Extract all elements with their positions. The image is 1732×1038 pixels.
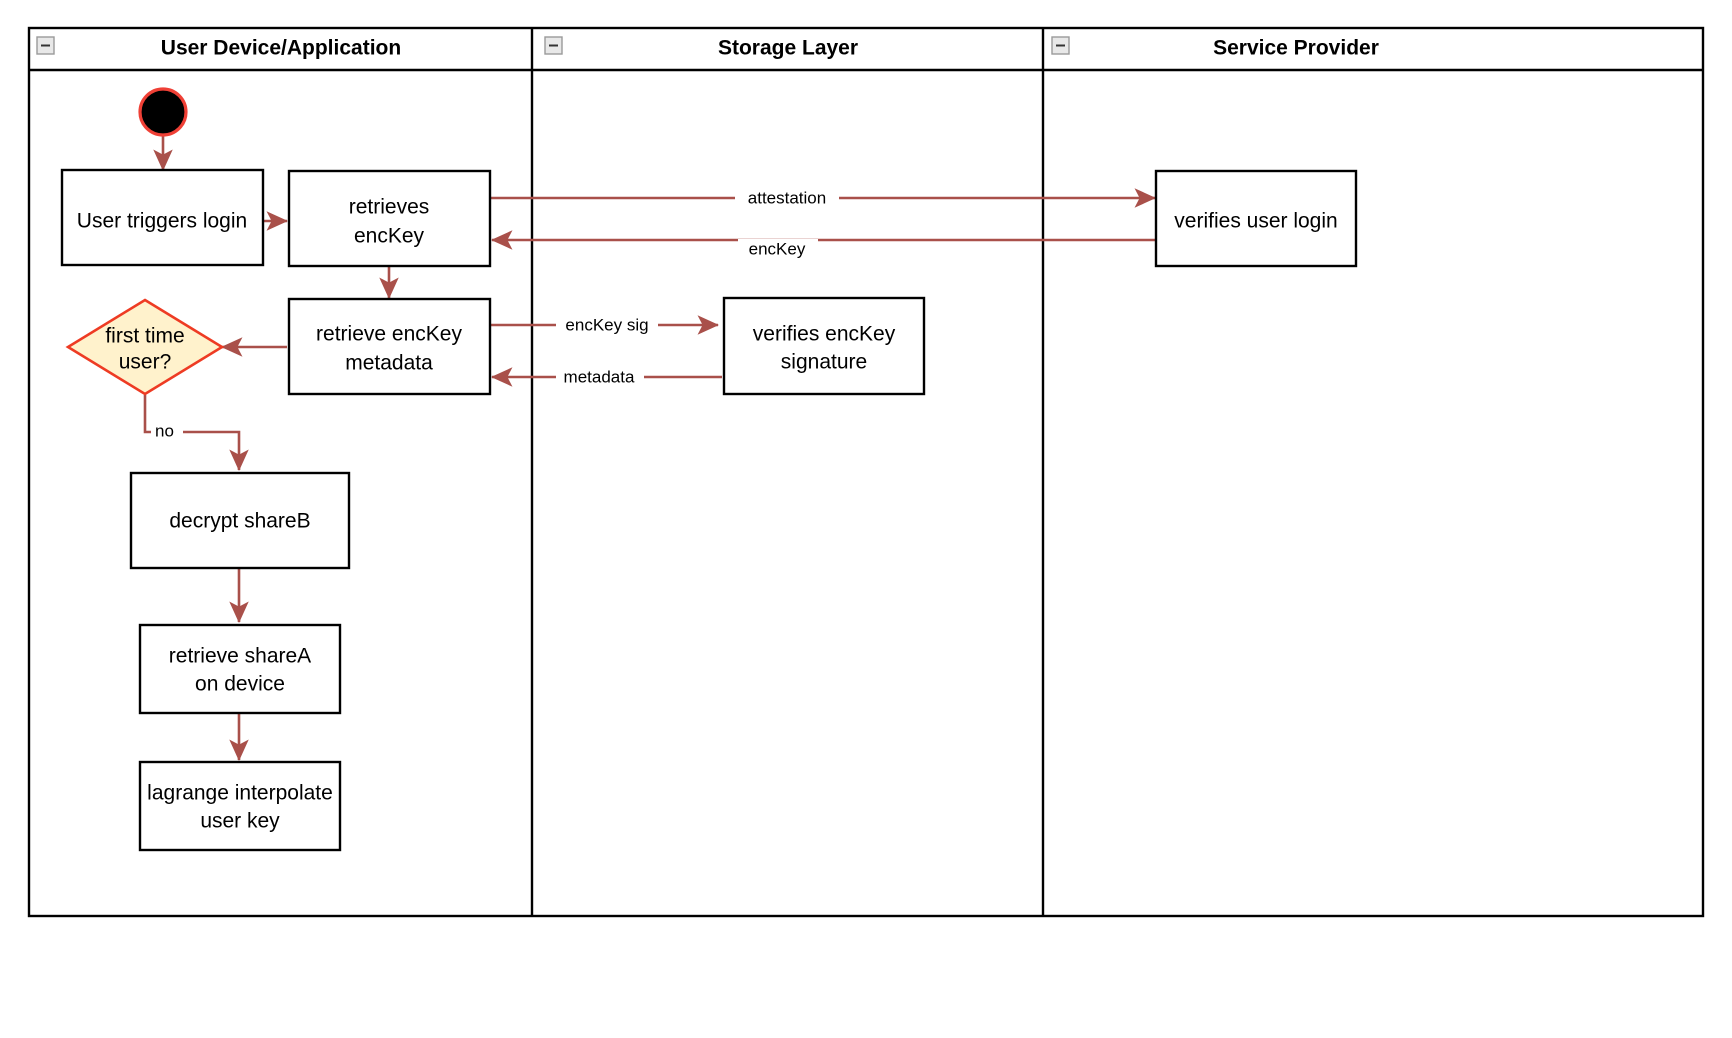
edge-no-label: no	[155, 421, 174, 440]
swimlane-frame	[27, 26, 1705, 918]
node-retrieve-enckey-metadata[interactable]: retrieve encKey metadata	[287, 297, 492, 396]
node-label-retrieve-enckey-metadata-line1: retrieve encKey	[316, 323, 462, 346]
node-label-lagrange-line2: user key	[200, 810, 280, 833]
node-label-first-time-user-line1: first time	[105, 325, 184, 348]
node-retrieves-enckey[interactable]: retrieves encKey	[287, 169, 492, 268]
node-label-verifies-user-login: verifies user login	[1174, 210, 1337, 233]
collapse-minus-icon-user-device[interactable]	[36, 36, 55, 55]
collapse-minus-icon-service-provider[interactable]	[1051, 36, 1070, 55]
node-label-lagrange-line1: lagrange interpolate	[147, 782, 333, 805]
node-label-verifies-enckey-signature-line1: verifies encKey	[753, 323, 896, 346]
edge-attestation-label: attestation	[748, 188, 826, 207]
node-label-retrieves-enckey-line1: retrieves	[349, 196, 430, 219]
node-label-decrypt-shareb: decrypt shareB	[169, 510, 310, 533]
lane-title-service-provider: Service Provider	[1213, 37, 1379, 60]
node-verifies-user-login[interactable]: verifies user login	[1154, 169, 1358, 268]
edge-no-label-bg	[151, 422, 183, 442]
node-label-first-time-user-line2: user?	[119, 351, 172, 374]
lane-header-user-device: User Device/Application	[36, 36, 401, 60]
lane-title-storage: Storage Layer	[718, 37, 858, 60]
node-label-retrieve-enckey-metadata-line2: metadata	[345, 352, 433, 375]
edge-enckey-sig-label-bg	[556, 315, 658, 335]
node-label-retrieves-enckey-line2: encKey	[354, 225, 425, 248]
collapse-minus-icon-storage[interactable]	[544, 36, 563, 55]
edge-attestation-label-bg	[735, 188, 839, 208]
node-label-verifies-enckey-signature-line2: signature	[781, 351, 867, 374]
edge-metadata-label-bg	[556, 368, 644, 389]
node-label-retrieve-sharea-line2: on device	[195, 673, 285, 696]
node-verifies-enckey-signature[interactable]: verifies encKey signature	[722, 296, 926, 396]
node-retrieve-sharea-on-device[interactable]: retrieve shareA on device	[138, 623, 342, 715]
lane-title-user-device: User Device/Application	[161, 37, 401, 60]
edge-metadata-label: metadata	[564, 367, 635, 386]
edge-no	[143, 395, 249, 471]
node-user-triggers-login[interactable]: User triggers login	[60, 168, 265, 267]
edge-enckey-sig-label: encKey sig	[565, 315, 648, 334]
node-label-user-triggers-login: User triggers login	[77, 210, 247, 233]
node-decrypt-shareb[interactable]: decrypt shareB	[129, 471, 351, 570]
node-label-retrieve-sharea-line1: retrieve shareA	[169, 645, 311, 668]
edge-enckey-label: encKey	[749, 239, 806, 258]
edge-enckey-label-bg	[738, 239, 818, 261]
node-lagrange-interpolate-user-key[interactable]: lagrange interpolate user key	[138, 760, 342, 852]
lane-header-storage: Storage Layer	[544, 36, 858, 60]
lane-header-service-provider: Service Provider	[1051, 36, 1379, 60]
start-node	[138, 87, 188, 137]
node-first-time-user[interactable]: first time user?	[65, 298, 225, 396]
